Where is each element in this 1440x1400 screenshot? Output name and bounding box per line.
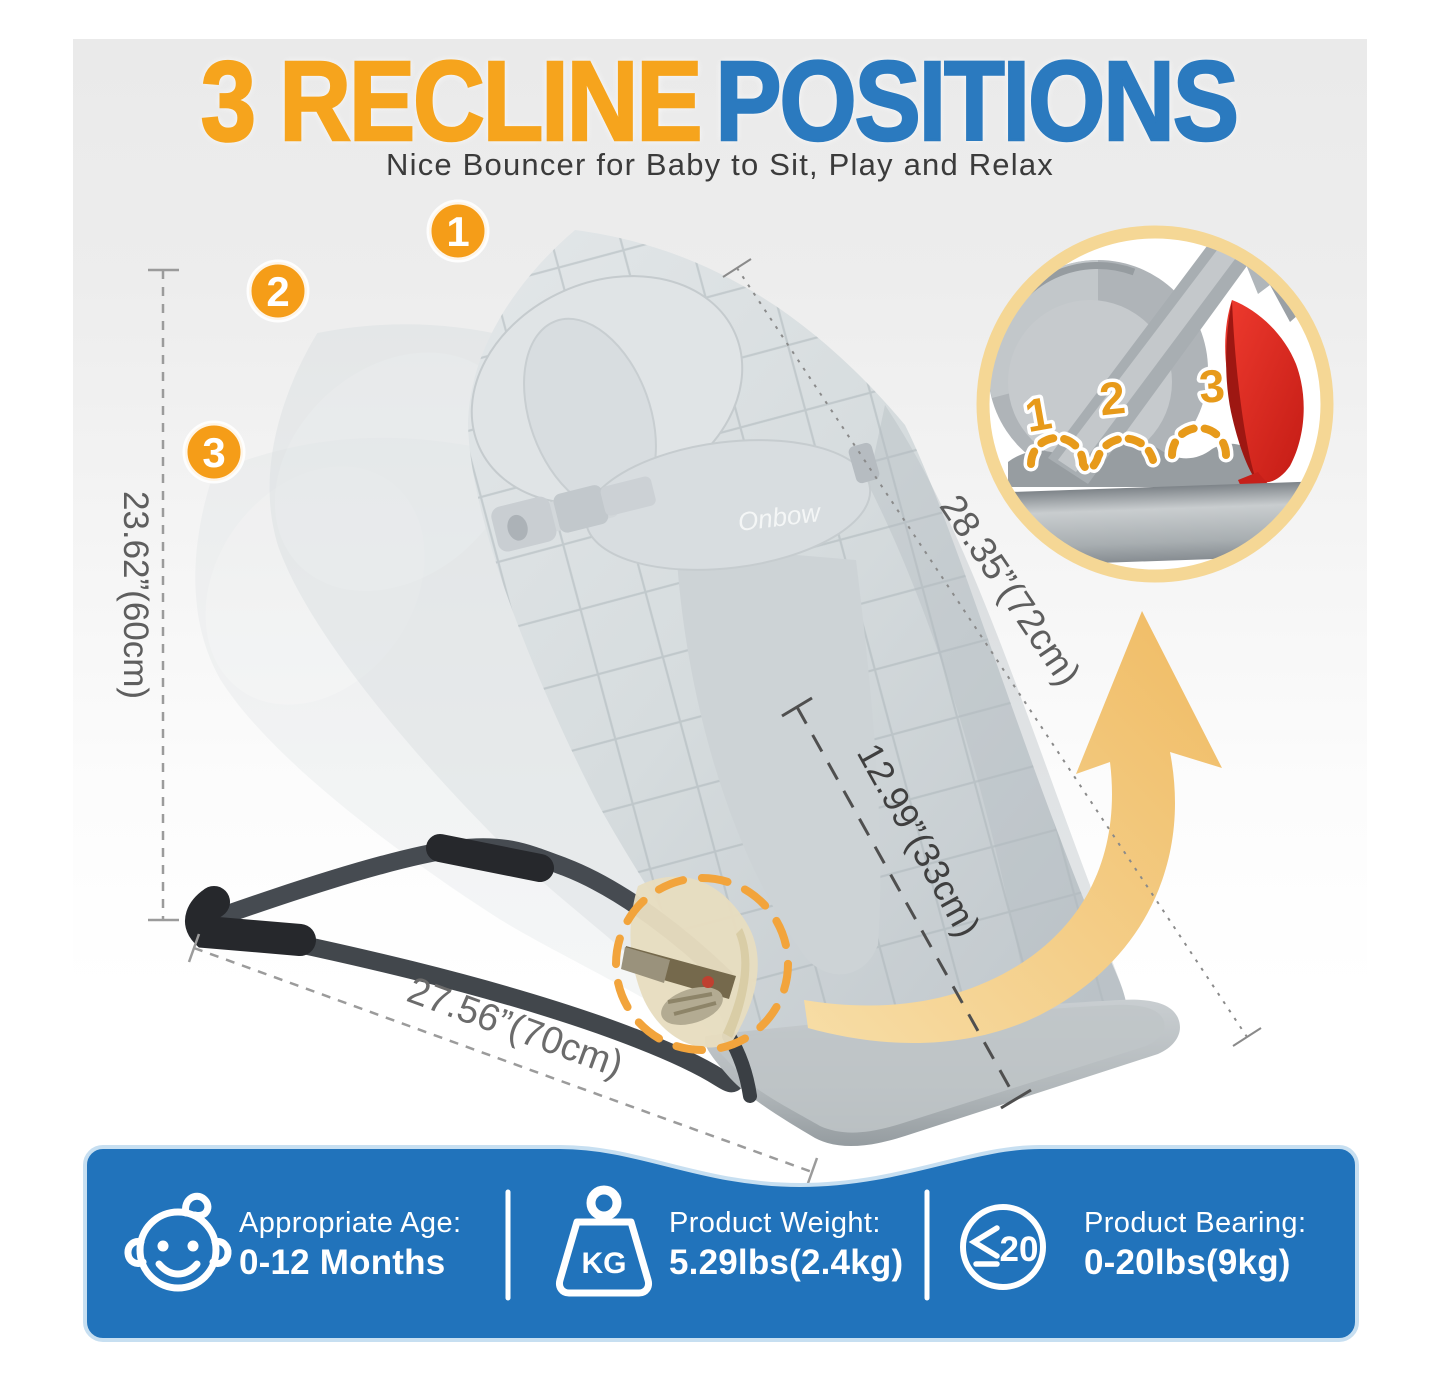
svg-text:3: 3 bbox=[202, 429, 225, 476]
svg-text:1: 1 bbox=[446, 208, 469, 255]
svg-text:3: 3 bbox=[1197, 359, 1226, 413]
svg-text:23.62”(60cm): 23.62”(60cm) bbox=[116, 491, 155, 699]
svg-text:20: 20 bbox=[1000, 1230, 1039, 1269]
svg-text:2: 2 bbox=[266, 268, 289, 315]
svg-text:2: 2 bbox=[1097, 371, 1128, 425]
svg-text:KG: KG bbox=[582, 1247, 627, 1280]
